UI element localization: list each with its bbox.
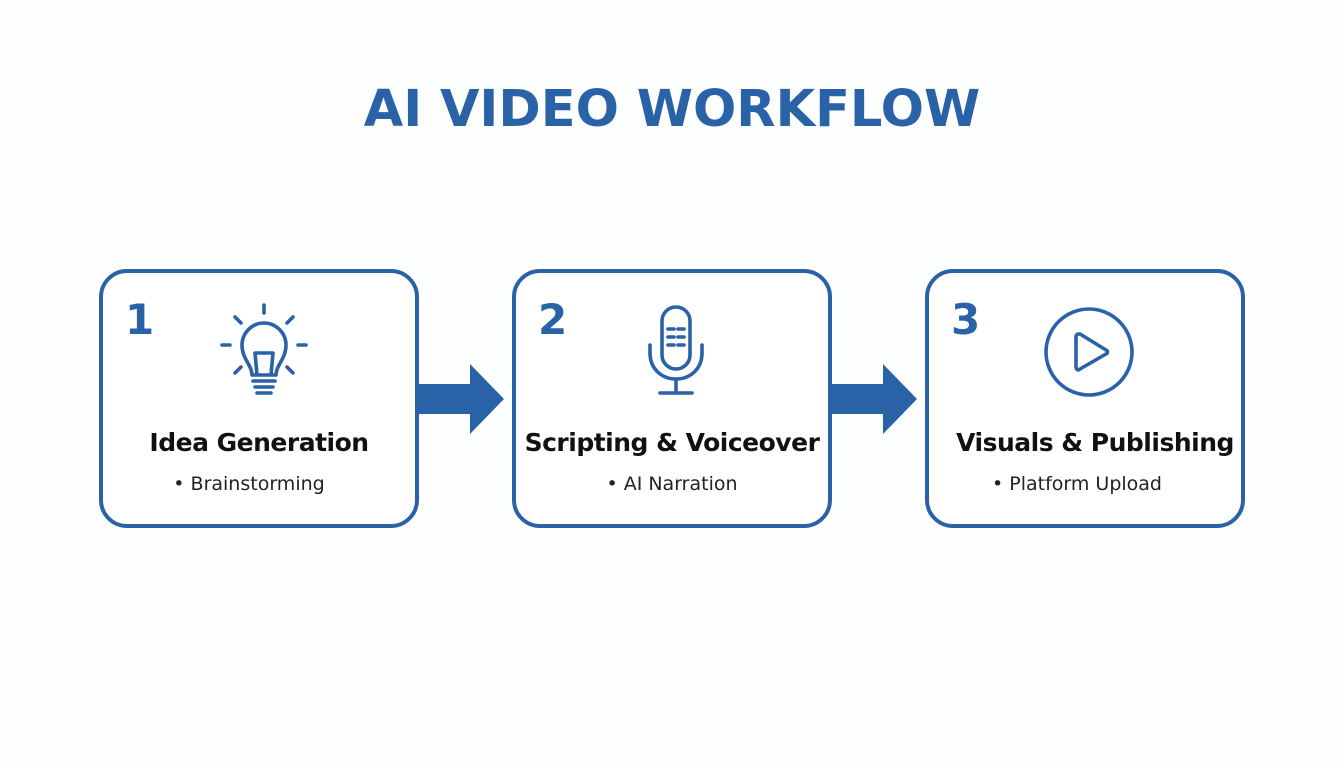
step-bullet: • AI Narration [606,473,738,495]
step-number: 3 [951,295,981,344]
play-circle-icon [1044,307,1134,397]
step-card-visuals-publishing: 3 Visuals & Publishing • Platform Upload [925,269,1245,528]
step-heading: Idea Generation [149,428,369,457]
step-heading: Visuals & Publishing [956,428,1234,457]
lightbulb-icon [220,303,308,395]
page-title: AI VIDEO WORKFLOW [363,80,981,139]
step-heading: Scripting & Voiceover [524,428,820,457]
step-number: 1 [125,295,155,344]
step-number: 2 [538,295,568,344]
arrow-right-icon [831,364,917,434]
step-bullet: • Platform Upload [992,473,1162,495]
step-bullet: • Brainstorming [173,473,325,495]
step-card-scripting-voiceover: 2 Scripting & Voiceover • AI Narration [512,269,832,528]
step-card-idea-generation: 1 Idea Generation • Brainstorming [99,269,419,528]
microphone-icon [648,305,704,395]
arrow-right-icon [418,364,504,434]
